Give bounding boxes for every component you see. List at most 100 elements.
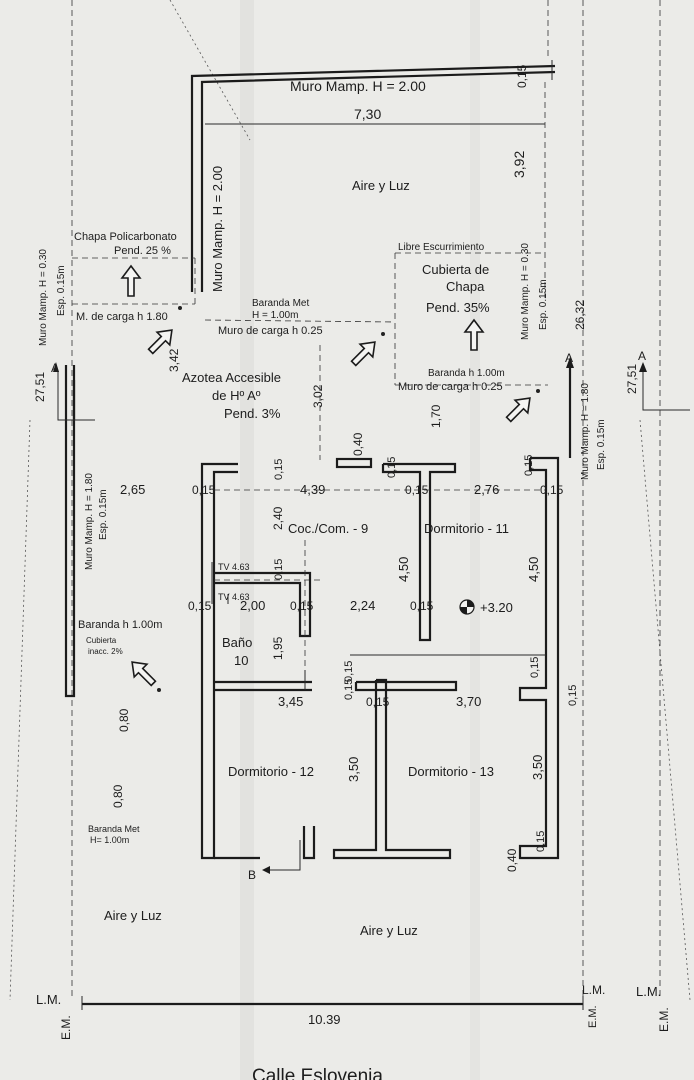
aire-luz-top: Aire y Luz — [352, 178, 410, 193]
aire-luz-bottom: Aire y Luz — [360, 923, 418, 938]
room-dormitorio-13: Dormitorio - 13 — [408, 764, 494, 779]
room-dormitorio-12: Dormitorio - 12 — [228, 764, 314, 779]
cubierta-chapa-2: Chapa — [446, 279, 485, 294]
aire-luz-left: Aire y Luz — [104, 908, 162, 923]
baranda-100a: Baranda h 1.00m — [428, 368, 505, 379]
cubierta-inacc-1: Cubierta — [86, 636, 117, 645]
dim-26-32: 26,32 — [573, 300, 587, 330]
muro-right-label-2: Esp. 0.15m — [538, 279, 549, 330]
dim-0-15-k: 0,15 — [343, 661, 355, 682]
house-walls — [200, 456, 560, 860]
dim-2-24: 2,24 — [350, 598, 375, 613]
dim-0-15-g: 0,15 — [273, 559, 285, 580]
dim-0-15-l: 0,15 — [343, 679, 355, 700]
dim-0-15-d: 0,15 — [192, 483, 216, 497]
baranda-met-2: Baranda Met — [88, 824, 140, 834]
em-mid: E.M. — [587, 1005, 599, 1028]
baranda-100b: Baranda h 1.00m — [78, 619, 162, 631]
dim-0-15-j: 0,15 — [410, 599, 434, 613]
dim-0-80-a: 0,80 — [117, 708, 131, 732]
slope-arrows — [120, 264, 540, 692]
azotea-label-1: Azotea Accesible — [182, 370, 281, 385]
cubierta-inacc-2: inacc. 2% — [88, 647, 123, 656]
dim-0-15-a: 0,15 — [273, 459, 285, 480]
dim-0-15-h: 0,15 — [188, 599, 212, 613]
dim-0-15-f: 0,15 — [540, 483, 564, 497]
tv-label-1: TV 4.63 — [218, 562, 250, 572]
muro-left-label-2: Esp. 0.15m — [56, 265, 67, 316]
dim-2-40: 2,40 — [271, 506, 285, 530]
em-left: E.M. — [59, 1015, 73, 1040]
baranda-met-label: Baranda Met — [252, 298, 309, 309]
muro-left2-label-2: Esp. 0.15m — [98, 489, 109, 540]
muro-carga-025b: Muro de carga h 0.25 — [398, 381, 503, 393]
baranda-height-2: H= 1.00m — [90, 835, 129, 845]
dim-0-15-p: 0,15 — [535, 831, 547, 852]
tv-label-2: TV 4.63 — [218, 592, 250, 602]
policarbonato-slope: Pend. 25 % — [114, 245, 171, 257]
policarbonato-label: Chapa Policarbonato — [74, 231, 177, 243]
dim-0-15-m: 0,15 — [529, 657, 541, 678]
muro-carga-180: M. de carga h 1.80 — [76, 311, 168, 323]
lm-mid: L.M. — [582, 983, 605, 997]
room-dormitorio-11: Dormitorio - 11 — [424, 521, 509, 536]
dim-27-51-right: 27,51 — [625, 364, 639, 394]
section-a-left: A — [51, 361, 59, 375]
cubierta-chapa-1: Cubierta de — [422, 262, 489, 277]
azotea-label-3: Pend. 3% — [224, 406, 281, 421]
muro-right-label-1: Muro Mamp. H = 0.30 — [520, 243, 531, 340]
top-width-dim: 7,30 — [354, 106, 381, 122]
top-wall-thickness: 0,15 — [515, 64, 529, 88]
dim-0-15-e: 0,15 — [405, 483, 429, 497]
section-marks — [53, 357, 690, 874]
dim-2-00: 2,00 — [240, 598, 265, 613]
dim-0-40-b: 0,40 — [505, 848, 519, 872]
dim-2-65: 2,65 — [120, 482, 145, 497]
upper-walls — [72, 60, 556, 460]
street-name: Calle Eslovenia — [252, 1066, 383, 1080]
azotea-label-2: de Hº Aº — [212, 388, 261, 403]
dim-0-15-c: 0,15 — [523, 455, 535, 476]
dim-0-40: 0,40 — [351, 432, 365, 456]
section-a-right: A — [638, 349, 646, 363]
lm-left: L.M. — [36, 992, 61, 1007]
room-bano-number: 10 — [234, 653, 248, 668]
muro-carga-025a: Muro de carga h 0.25 — [218, 325, 323, 337]
room-bano: Baño — [222, 635, 252, 650]
top-height-dim: 3,92 — [511, 151, 527, 178]
dim-0-15-n: 0,15 — [366, 695, 390, 709]
dim-0-15-o: 0,15 — [567, 685, 579, 706]
level-marker-icon — [459, 599, 475, 615]
dim-0-80-b: 0,80 — [111, 784, 125, 808]
dim-4-50-a: 4,50 — [396, 557, 411, 582]
lot-boundary-lines — [9, 0, 691, 1001]
dim-0-15-i: 0,15 — [290, 599, 314, 613]
lm-right: L.M. — [636, 984, 661, 999]
dim-3-50-a: 3,50 — [346, 757, 361, 782]
dim-2-76: 2,76 — [474, 482, 499, 497]
dim-27-51-left: 27,51 — [33, 372, 47, 402]
libre-escurrimiento: Libre Escurrimiento — [398, 242, 485, 253]
dim-3-45: 3,45 — [278, 694, 303, 709]
muro-right2-label-2: Esp. 0.15m — [596, 419, 607, 470]
cubierta-chapa-3: Pend. 35% — [426, 300, 490, 315]
muro-left2-label-1: Muro Mamp. H = 1.80 — [84, 473, 95, 570]
dim-3-02: 3,02 — [311, 384, 325, 408]
dim-3-70: 3,70 — [456, 694, 481, 709]
frontage-line — [81, 996, 584, 1010]
room-coc-com: Coc./Com. - 9 — [288, 521, 368, 536]
muro-right2-label-1: Muro Mamp. H = 1.80 — [580, 383, 591, 480]
left-vertical-wall-label: Muro Mamp. H = 2.00 — [210, 166, 225, 292]
baranda-height-1: H = 1.00m — [252, 310, 298, 321]
dim-0-15-b: 0,15 — [386, 457, 398, 478]
top-wall-label: Muro Mamp. H = 2.00 — [290, 78, 426, 94]
tv-marks — [211, 562, 229, 604]
dim-3-50-b: 3,50 — [530, 755, 545, 780]
dim-3-42: 3,42 — [167, 348, 181, 372]
muro-left-label-1: Muro Mamp. H = 0.30 — [38, 249, 49, 346]
dim-1-95: 1,95 — [271, 636, 285, 660]
dim-4-39: 4,39 — [300, 482, 325, 497]
dim-10-39: 10.39 — [308, 1012, 341, 1027]
